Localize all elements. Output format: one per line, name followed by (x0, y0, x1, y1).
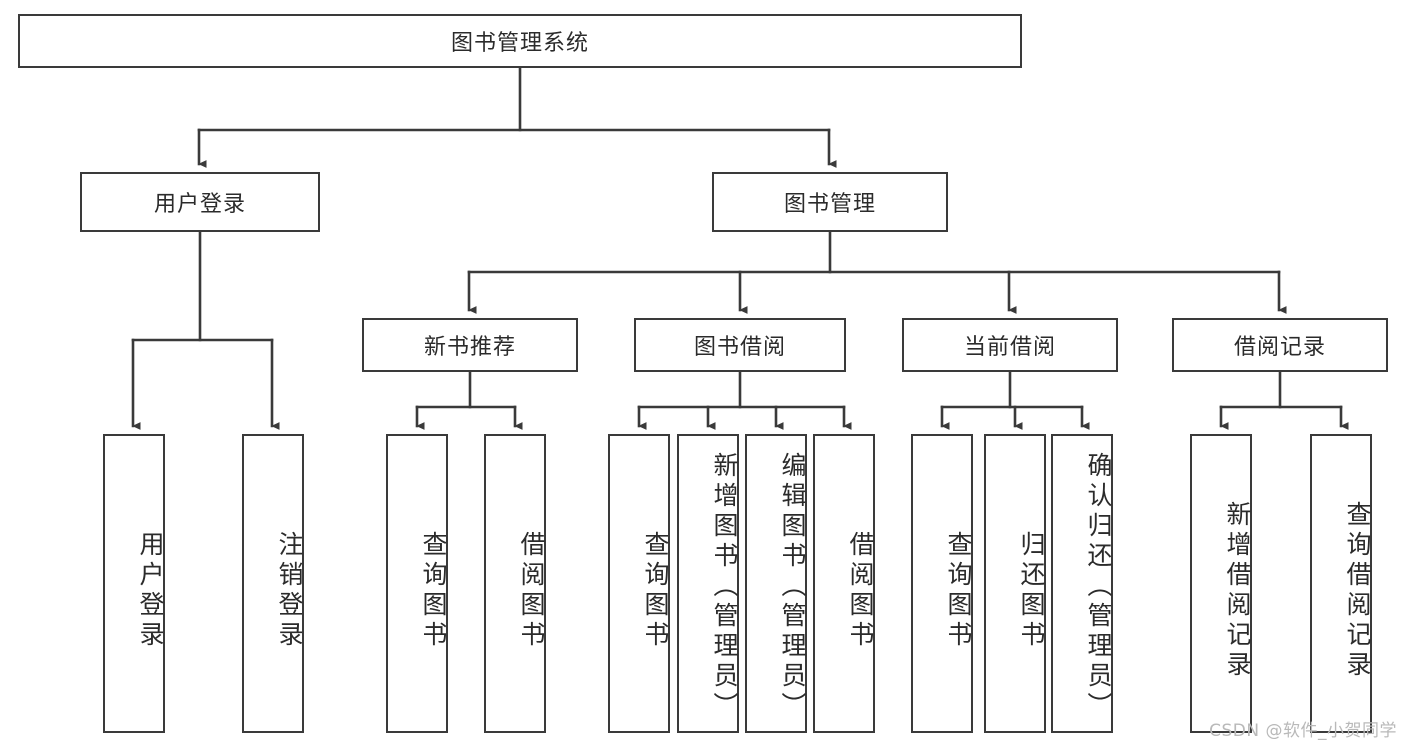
node-new-book-recommendation[interactable]: 新书推荐 (362, 318, 578, 372)
node-leaf-query-book-borrow-label: 查询图书 (641, 530, 670, 651)
node-borrow-record-label: 借阅记录 (1233, 335, 1326, 360)
node-book-borrow[interactable]: 图书借阅 (634, 318, 846, 372)
node-leaf-return-book[interactable]: 归还图书 (984, 434, 1046, 733)
node-leaf-user-login-label: 用户登录 (136, 530, 165, 651)
node-book-manage-label: 图书管理 (783, 192, 876, 217)
node-leaf-add-book[interactable]: 新增图书（管理员） (677, 434, 739, 733)
node-new-book-recommendation-label: 新书推荐 (423, 335, 516, 360)
node-current-borrow[interactable]: 当前借阅 (902, 318, 1118, 372)
node-leaf-logout[interactable]: 注销登录 (242, 434, 304, 733)
node-leaf-borrow-book-recommendation-label: 借阅图书 (517, 530, 546, 651)
watermark: CSDN @软件_小贺同学 (1209, 721, 1397, 741)
node-book-borrow-label: 图书借阅 (693, 335, 786, 360)
node-root-label: 图书管理系统 (450, 31, 589, 56)
node-leaf-edit-book[interactable]: 编辑图书（管理员） (745, 434, 807, 733)
node-leaf-logout-label: 注销登录 (275, 530, 304, 651)
node-root[interactable]: 图书管理系统 (18, 14, 1022, 68)
node-leaf-add-borrow-record[interactable]: 新增借阅记录 (1190, 434, 1252, 733)
node-leaf-query-book-borrow[interactable]: 查询图书 (608, 434, 670, 733)
node-user-login[interactable]: 用户登录 (80, 172, 320, 232)
node-current-borrow-label: 当前借阅 (963, 335, 1056, 360)
node-leaf-edit-book-label: 编辑图书（管理员） (778, 451, 807, 722)
node-book-manage[interactable]: 图书管理 (712, 172, 948, 232)
node-leaf-return-book-label: 归还图书 (1017, 530, 1046, 651)
node-leaf-add-book-label: 新增图书（管理员） (710, 451, 739, 722)
node-borrow-record[interactable]: 借阅记录 (1172, 318, 1388, 372)
node-user-login-label: 用户登录 (153, 192, 246, 217)
node-leaf-query-book-recommendation-label: 查询图书 (419, 530, 448, 651)
node-leaf-query-borrow-record[interactable]: 查询借阅记录 (1310, 434, 1372, 733)
node-leaf-user-login[interactable]: 用户登录 (103, 434, 165, 733)
node-leaf-borrow-book[interactable]: 借阅图书 (813, 434, 875, 733)
node-leaf-borrow-book-recommendation[interactable]: 借阅图书 (484, 434, 546, 733)
node-leaf-query-book-current[interactable]: 查询图书 (911, 434, 973, 733)
node-leaf-query-borrow-record-label: 查询借阅记录 (1343, 500, 1372, 681)
node-leaf-query-book-recommendation[interactable]: 查询图书 (386, 434, 448, 733)
node-leaf-confirm-return[interactable]: 确认归还（管理员） (1051, 434, 1113, 733)
node-leaf-query-book-current-label: 查询图书 (944, 530, 973, 651)
node-leaf-borrow-book-label: 借阅图书 (846, 530, 875, 651)
node-leaf-confirm-return-label: 确认归还（管理员） (1084, 451, 1113, 722)
node-leaf-add-borrow-record-label: 新增借阅记录 (1223, 500, 1252, 681)
